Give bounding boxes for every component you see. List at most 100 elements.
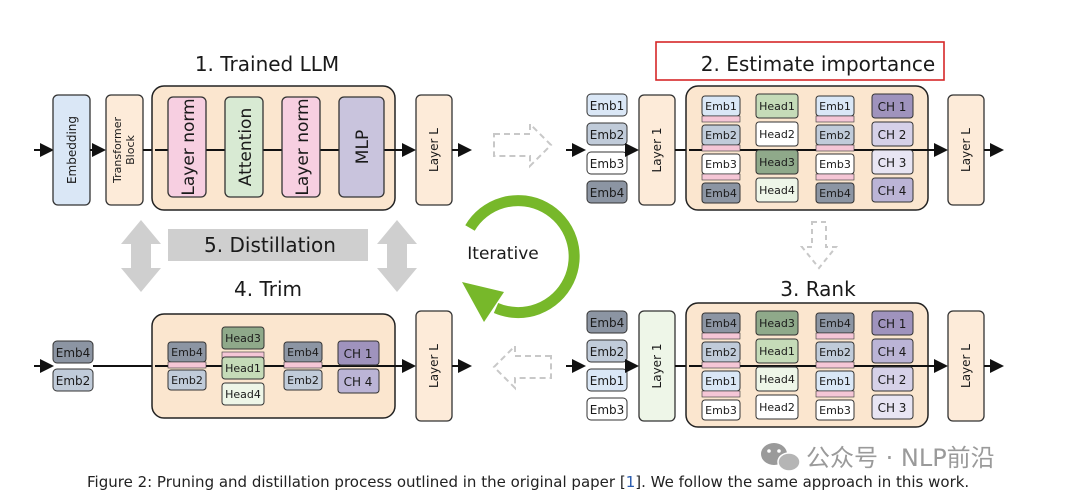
p3-head-3: Head4: [759, 373, 795, 386]
p4-emb-in-1: Emb4: [56, 346, 91, 360]
p2-emb-stack-a: Emb1 Emb2 Emb3 Emb4: [701, 95, 741, 204]
watermark-text: 公众号 · NLP前沿: [806, 444, 995, 472]
p4-emb-stack-a: Emb4 Emb2: [167, 341, 207, 391]
embedding-label: Embedding: [65, 116, 79, 184]
p3-emb-in-1: Emb4: [590, 316, 625, 330]
title-estimate-importance: 2. Estimate importance: [701, 52, 935, 76]
p4-ch-stack: CH 1 CH 4: [337, 340, 380, 394]
p2-ch-2: CH 2: [878, 128, 907, 142]
distill-arrow-right-icon: [377, 220, 417, 292]
p3-head-2: Head1: [759, 345, 795, 358]
p2-emb-stack-b: Emb1 Emb2 Emb3 Emb4: [815, 95, 855, 204]
layer-norm-label-2: Layer norm: [293, 98, 313, 195]
estimate-panel: [685, 85, 929, 211]
p2-ch-1: CH 1: [878, 100, 907, 114]
p3-emb-a-4: Emb3: [705, 404, 737, 417]
p4-head-3: Head4: [225, 388, 261, 401]
distillation-bar: [168, 229, 368, 261]
p4-ch-2: CH 4: [344, 375, 373, 389]
p3-emb-stack-b: Emb4 Emb2 Emb1 Emb3: [815, 312, 855, 421]
p2-ch-4: CH 4: [878, 184, 907, 198]
p3-emb-stack-a: Emb4 Emb2 Emb1 Emb3: [701, 312, 741, 421]
p3-ch-2: CH 4: [878, 345, 907, 359]
iterative-label: Iterative: [467, 244, 538, 264]
caption-before: Figure 2: Pruning and distillation proce…: [87, 473, 626, 491]
p3-ch-stack: CH 1 CH 4 CH 2 CH 3: [871, 310, 914, 420]
p4-ch-1: CH 1: [344, 347, 373, 361]
p2-emb-a-3: Emb3: [705, 158, 737, 171]
layer-l-label-1: Layer L: [427, 128, 441, 172]
p2-head-4: Head4: [759, 184, 795, 197]
p2-ch-3: CH 3: [878, 156, 907, 170]
caption-ref-link[interactable]: 1: [626, 473, 636, 491]
p3-emb-a-1: Emb4: [705, 317, 737, 330]
p2-emb-input-stack: Emb1 Emb2 Emb3 Emb4: [586, 93, 628, 204]
layer-l-label-4: Layer L: [427, 344, 441, 388]
p3-emb-b-4: Emb3: [819, 404, 851, 417]
layer-1-label-p3: Layer 1: [650, 344, 664, 389]
p2-emb-in-4: Emb4: [590, 186, 625, 200]
layer-norm-block-1: [167, 96, 207, 198]
title-distillation: 5. Distillation: [204, 233, 336, 257]
p4-emb-stack-b: Emb4 Emb2: [283, 341, 323, 391]
p4-emb-in-2: Emb2: [56, 374, 91, 388]
p2-head-1: Head1: [759, 100, 795, 113]
iterative-cycle-icon: [462, 195, 580, 322]
dashed-arrow-left-icon: [492, 343, 552, 391]
p4-emb-b-1: Emb4: [287, 346, 319, 359]
p3-emb-b-2: Emb2: [819, 346, 851, 359]
attention-block: [224, 96, 264, 198]
transformer-label-2: Block: [124, 135, 137, 165]
mlp-block: [338, 96, 385, 198]
layer-norm-block-2: [281, 96, 321, 198]
figure-caption: Figure 2: Pruning and distillation proce…: [87, 473, 969, 491]
mlp-label: MLP: [353, 130, 373, 164]
title-trim: 4. Trim: [234, 277, 302, 301]
p3-head-stack: Head3 Head1 Head4 Head2: [755, 310, 799, 420]
p3-emb-in-2: Emb2: [590, 345, 625, 359]
transformer-label-1: Transformer: [111, 117, 124, 184]
title-trained-llm: 1. Trained LLM: [195, 52, 339, 76]
p3-head-4: Head2: [759, 401, 795, 414]
p2-ch-stack: CH 1 CH 2 CH 3 CH 4: [871, 93, 914, 203]
trained-llm-panel: [151, 85, 396, 211]
p2-emb-b-3: Emb3: [819, 158, 851, 171]
p3-emb-a-3: Emb1: [705, 375, 737, 388]
p3-head-1: Head3: [759, 317, 795, 330]
layer-norm-label-1: Layer norm: [179, 98, 199, 195]
p2-emb-a-4: Emb4: [705, 187, 737, 200]
p2-emb-a-2: Emb2: [705, 129, 737, 142]
p3-emb-a-2: Emb2: [705, 346, 737, 359]
p2-emb-b-4: Emb4: [819, 187, 851, 200]
p3-emb-in-3: Emb1: [590, 374, 625, 388]
p3-ch-3: CH 2: [878, 373, 907, 387]
dashed-arrow-right-icon: [493, 121, 553, 169]
p2-emb-in-3: Emb3: [590, 157, 625, 171]
attention-label: Attention: [236, 108, 256, 186]
estimate-highlight-box: [655, 41, 945, 81]
p4-emb-b-2: Emb2: [287, 374, 319, 387]
p2-head-2: Head2: [759, 128, 795, 141]
p2-emb-b-2: Emb2: [819, 129, 851, 142]
layer-l-label-3: Layer L: [959, 344, 973, 388]
p4-emb-a-2: Emb2: [171, 374, 203, 387]
layer-l-label-2: Layer L: [959, 128, 973, 172]
distill-arrow-left-icon: [121, 220, 161, 292]
p4-emb-a-1: Emb4: [171, 346, 203, 359]
p2-emb-b-1: Emb1: [819, 100, 851, 113]
p2-emb-in-2: Emb2: [590, 128, 625, 142]
p2-head-stack: Head1 Head2 Head3 Head4: [755, 93, 799, 203]
p4-head-1: Head3: [225, 332, 261, 345]
p3-ch-4: CH 3: [878, 401, 907, 415]
p2-emb-in-1: Emb1: [590, 99, 625, 113]
p4-head-stack: Head3 Head1 Head4: [221, 326, 265, 406]
title-rank: 3. Rank: [780, 277, 856, 301]
p4-head-2: Head1: [225, 362, 261, 375]
wechat-logo-icon: [761, 443, 801, 472]
p3-emb-b-3: Emb1: [819, 375, 851, 388]
p3-emb-in-4: Emb3: [590, 403, 625, 417]
p2-emb-a-1: Emb1: [705, 100, 737, 113]
p3-emb-input-stack: Emb4 Emb2 Emb1 Emb3: [586, 310, 628, 421]
